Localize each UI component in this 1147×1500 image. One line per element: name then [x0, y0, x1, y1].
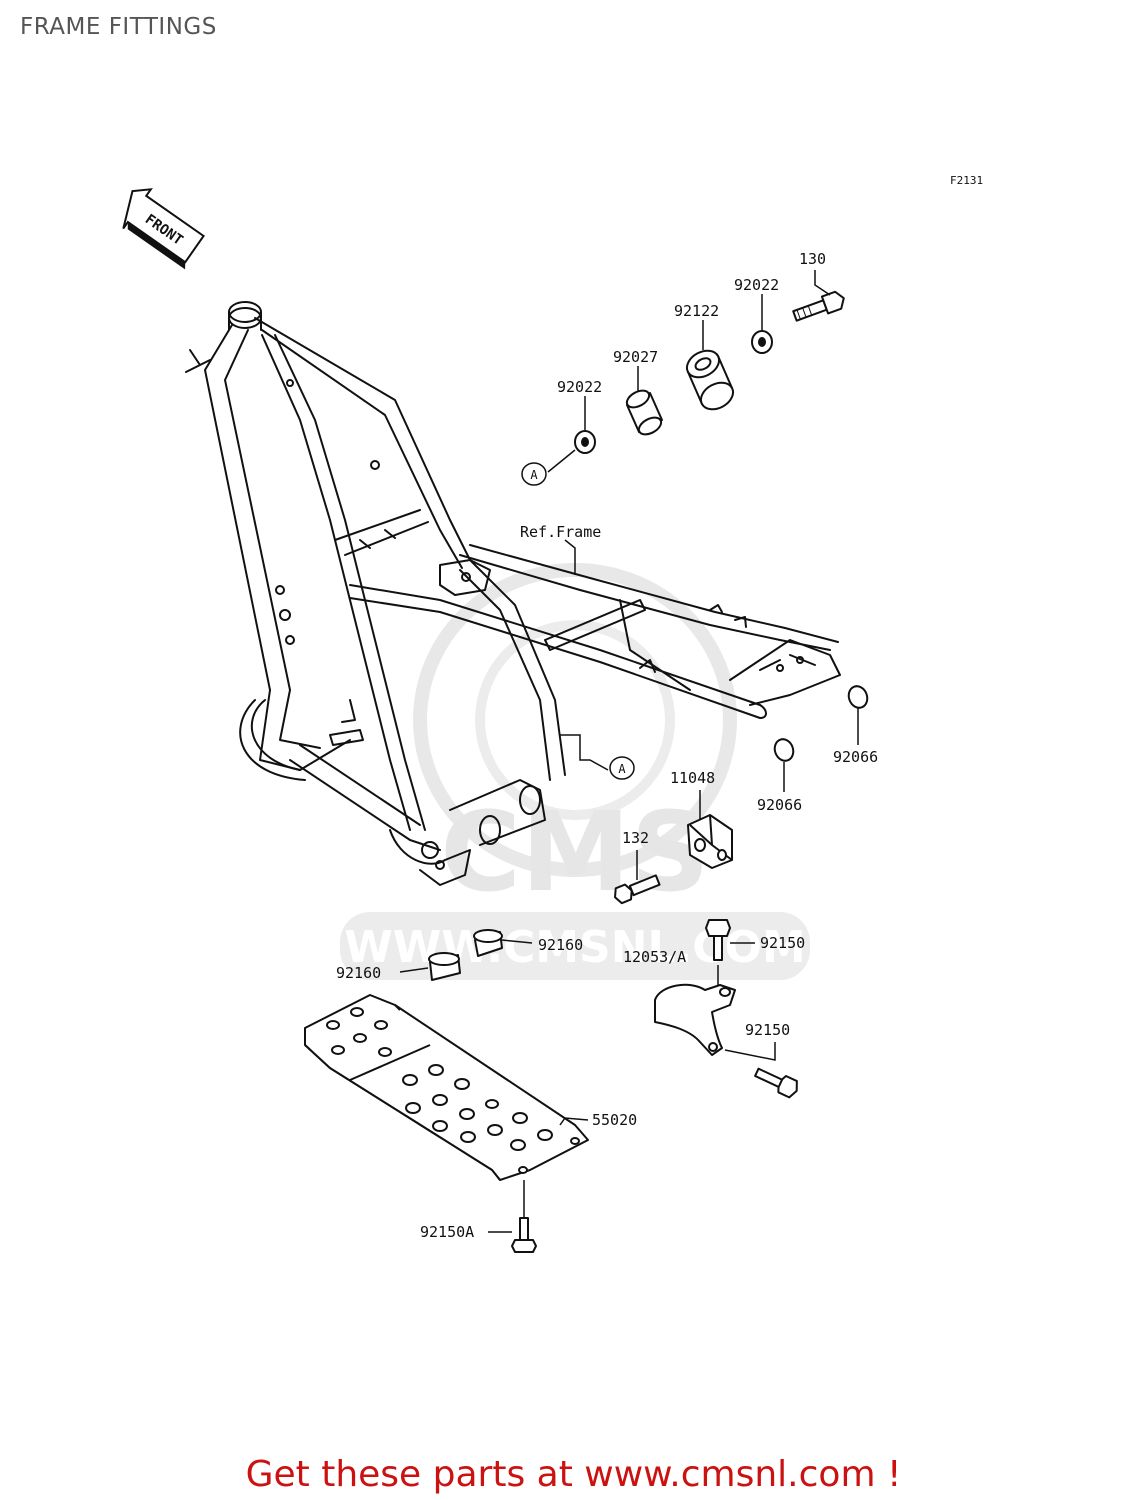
front-arrow-icon: FRONT [122, 188, 205, 270]
bracket-11048-drawing [687, 814, 733, 869]
part-label-92150-upper: 92150 [760, 934, 805, 952]
collar-92027-drawing [625, 389, 663, 436]
skid-plate-55020-drawing [304, 994, 589, 1181]
bushing-92122-drawing [685, 349, 735, 411]
part-label-92022-upper: 92022 [734, 276, 779, 294]
callout-a-lower-label: A [618, 762, 626, 776]
plug-92160-lower-drawing [428, 952, 461, 981]
plug-92160-upper-drawing [473, 929, 503, 957]
part-label-12053-a: 12053/A [623, 948, 686, 966]
watermark-brand: CMS [440, 788, 709, 916]
bracket-12053-drawing [654, 983, 736, 1056]
frame-drawing [185, 301, 841, 886]
part-label-11048: 11048 [670, 769, 715, 787]
part-label-92150-lower: 92150 [745, 1021, 790, 1039]
part-label-92160-upper: 92160 [538, 936, 583, 954]
part-label-92022-lower: 92022 [557, 378, 602, 396]
part-label-92160-lower: 92160 [336, 964, 381, 982]
callout-a-upper: A [521, 462, 547, 486]
ref-code: F2131 [950, 174, 983, 187]
part-drawings [304, 290, 869, 1253]
part-label-92066-right: 92066 [833, 748, 878, 766]
bolt-130-drawing [792, 290, 845, 322]
leader-lines [399, 270, 859, 1233]
part-label-92027: 92027 [613, 348, 658, 366]
part-label-132: 132 [622, 829, 649, 847]
callout-a-upper-label: A [530, 468, 538, 482]
part-label-92066-left: 92066 [757, 796, 802, 814]
part-label-92122: 92122 [674, 302, 719, 320]
frame-ref-label: Ref.Frame [520, 523, 601, 541]
callout-a-lower: A [609, 756, 635, 780]
part-label-55020: 55020 [592, 1111, 637, 1129]
page-title: FRAME FITTINGS [20, 14, 217, 40]
part-label-130: 130 [799, 250, 826, 268]
footer-parts-link[interactable]: Get these parts at www.cmsnl.com ! [245, 1454, 902, 1495]
part-label-92150a: 92150A [420, 1223, 474, 1241]
